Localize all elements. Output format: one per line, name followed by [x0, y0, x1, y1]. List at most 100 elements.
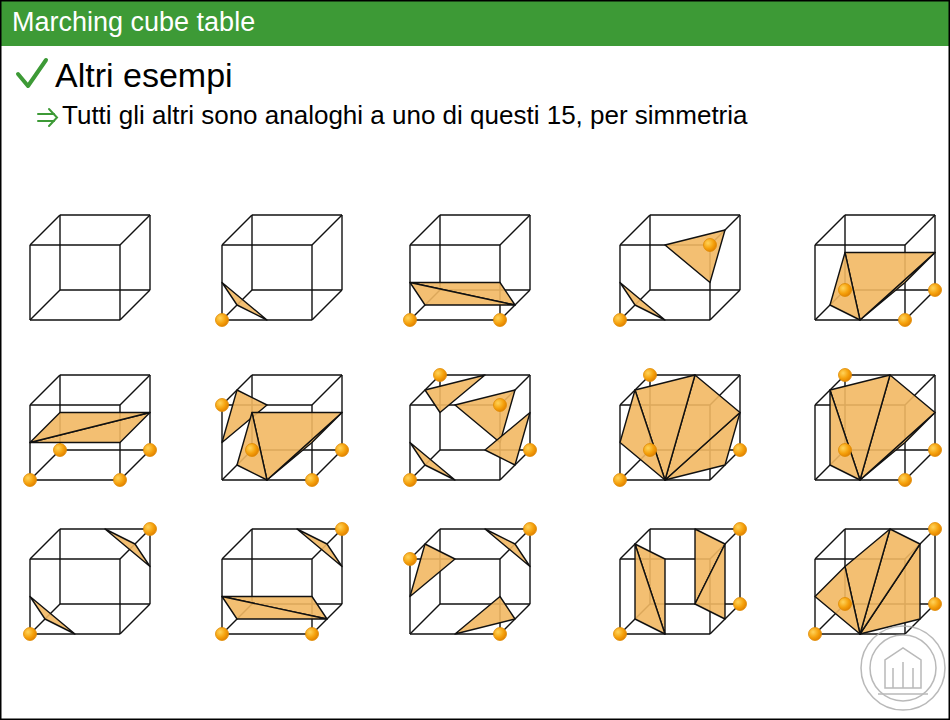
inside-vertex: [144, 523, 157, 536]
check-bullet: [18, 60, 46, 86]
inside-vertex: [336, 523, 349, 536]
cube-edge: [30, 215, 60, 245]
iso-triangle: [620, 283, 665, 321]
cube-edge: [252, 374, 342, 375]
inside-vertex: [734, 444, 747, 457]
iso-triangle: [237, 413, 267, 481]
iso-triangle: [620, 390, 665, 480]
cube-edge: [222, 529, 252, 559]
inside-vertex: [704, 239, 717, 252]
cube-edge: [311, 245, 312, 320]
inside-vertex: [306, 474, 319, 487]
cube-edge: [815, 244, 905, 245]
cube-edge: [120, 604, 150, 634]
iso-triangle: [252, 413, 342, 481]
cube-edge: [650, 214, 740, 215]
inside-vertex: [216, 314, 229, 327]
cube-edge: [30, 529, 60, 559]
inside-vertex: [216, 628, 229, 641]
cube-edge: [30, 479, 120, 480]
iso-triangle: [222, 597, 327, 620]
inside-vertex: [644, 444, 657, 457]
cube-case: [30, 215, 150, 320]
cube-case: [809, 523, 942, 641]
inside-vertex: [644, 369, 657, 382]
cube-edge: [29, 245, 30, 320]
inside-vertex: [899, 474, 912, 487]
iso-triangle: [410, 443, 455, 481]
iso-triangle: [105, 529, 150, 567]
cube-edge: [120, 215, 150, 245]
iso-triangle: [485, 413, 530, 466]
slide-title: Marching cube table: [12, 7, 255, 38]
iso-triangle: [815, 567, 860, 635]
cube-edge: [814, 245, 815, 320]
inside-vertex: [614, 628, 627, 641]
inside-vertex: [404, 474, 417, 487]
cube-edge: [149, 215, 150, 290]
inside-vertex: [494, 314, 507, 327]
inside-vertex: [246, 444, 259, 457]
cube-edge: [30, 404, 120, 405]
cube-case: [216, 523, 349, 641]
cube-edge: [500, 215, 530, 245]
cube-edge: [312, 215, 342, 245]
cube-table: [24, 215, 942, 641]
cube-edge: [410, 319, 500, 320]
iso-triangle: [222, 283, 267, 321]
inside-vertex: [929, 444, 942, 457]
cube-case: [614, 369, 747, 487]
iso-triangle: [830, 253, 860, 321]
cube-edge: [120, 375, 150, 405]
cube-case: [404, 215, 531, 327]
arrow-bullet: [38, 109, 57, 126]
cube-edge: [440, 603, 530, 604]
cube-edge: [650, 289, 740, 290]
cube-edge: [251, 215, 252, 290]
cube-edge: [410, 604, 440, 634]
cube-edge: [649, 215, 650, 290]
iso-triangle: [635, 544, 665, 634]
bullet-text: Altri esempi: [55, 56, 233, 95]
cube-case: [404, 523, 537, 641]
cube-case: [216, 215, 343, 327]
sub-bullet-text: Tutti gli altri sono analoghi a uno di q…: [62, 101, 748, 131]
cube-case: [24, 523, 157, 641]
cube-edge: [620, 215, 650, 245]
cube-edge: [30, 319, 120, 320]
cube-edge: [410, 244, 500, 245]
cube-edge: [119, 559, 120, 634]
cube-edge: [60, 374, 150, 375]
cube-case: [614, 523, 747, 641]
cube-edge: [252, 289, 342, 290]
cube-edge: [120, 290, 150, 320]
inside-vertex: [404, 553, 417, 566]
iso-triangle: [410, 283, 515, 306]
inside-vertex: [929, 284, 942, 297]
iso-triangle: [455, 597, 515, 635]
inside-vertex: [336, 444, 349, 457]
cube-edge: [440, 214, 530, 215]
iso-triangle: [30, 413, 150, 443]
inside-vertex: [404, 314, 417, 327]
cube-edge: [341, 215, 342, 290]
inside-vertex: [54, 444, 67, 457]
cube-case: [815, 369, 942, 487]
cube-edge: [60, 449, 150, 450]
cube-edge: [312, 375, 342, 405]
cube-edge: [439, 215, 440, 290]
cube-edge: [905, 215, 935, 245]
cube-edge: [30, 375, 60, 405]
inside-vertex: [614, 474, 627, 487]
cube-case: [216, 375, 349, 487]
iso-triangle: [297, 529, 342, 567]
cube-case: [815, 215, 942, 327]
inside-vertex: [524, 523, 537, 536]
iso-triangle: [635, 544, 665, 634]
cube-edge: [119, 245, 120, 320]
cube-edge: [59, 215, 60, 290]
cube-case: [404, 369, 537, 487]
iso-triangle: [485, 529, 530, 567]
cube-edge: [59, 529, 60, 604]
